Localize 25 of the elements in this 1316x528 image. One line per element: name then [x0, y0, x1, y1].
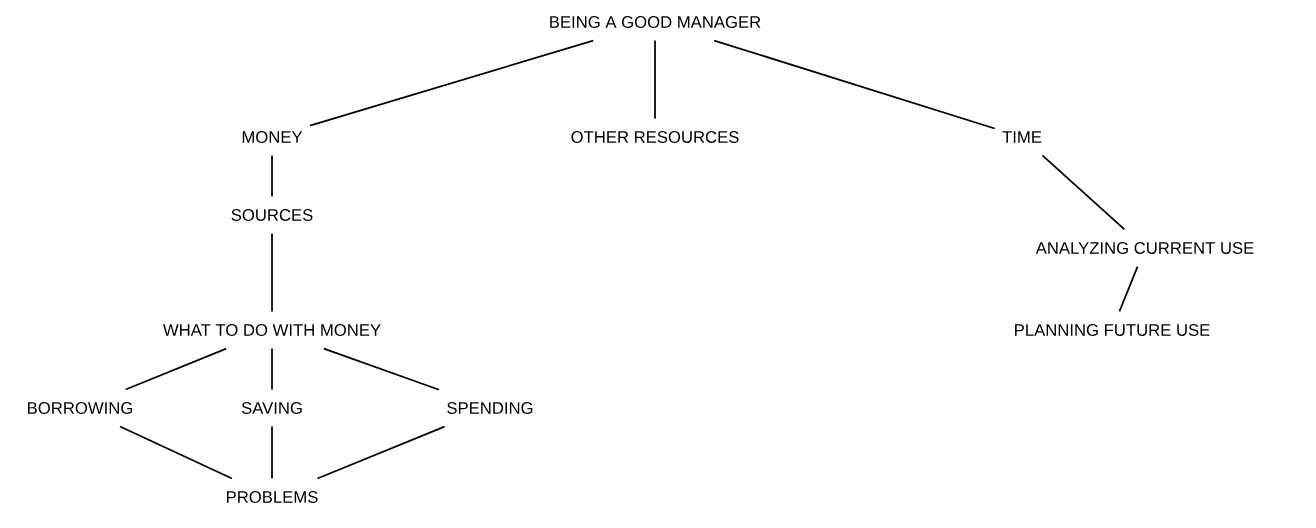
connector-line — [124, 347, 228, 391]
connector-line — [654, 39, 656, 120]
connector-line — [271, 154, 273, 198]
node-label: OTHER RESOURCES — [571, 131, 739, 143]
node-label: TIME — [1002, 131, 1042, 143]
node-label: PROBLEMS — [227, 491, 318, 503]
connector-line — [271, 347, 273, 391]
node-label: SAVING — [241, 402, 302, 414]
node-label: BEING A GOOD MANAGER — [550, 16, 761, 28]
connector-line — [323, 347, 440, 391]
node-label: PLANNING FUTURE USE — [1015, 324, 1210, 336]
node-label: WHAT TO DO WITH MONEY — [163, 324, 381, 336]
node-label: SOURCES — [231, 209, 313, 221]
connector-line — [1041, 154, 1126, 231]
connector-line — [309, 39, 595, 127]
node-label: SPENDING — [447, 402, 533, 414]
connector-line — [1118, 265, 1139, 313]
node-label: MONEY — [242, 131, 303, 143]
connector-line — [316, 425, 446, 480]
node-label: ANALYZING CURRENT USE — [1035, 242, 1254, 254]
connector-line — [271, 232, 273, 313]
connector-line — [713, 39, 996, 130]
connector-line — [119, 425, 233, 480]
connector-line — [271, 425, 273, 480]
node-label: BORROWING — [28, 402, 133, 414]
